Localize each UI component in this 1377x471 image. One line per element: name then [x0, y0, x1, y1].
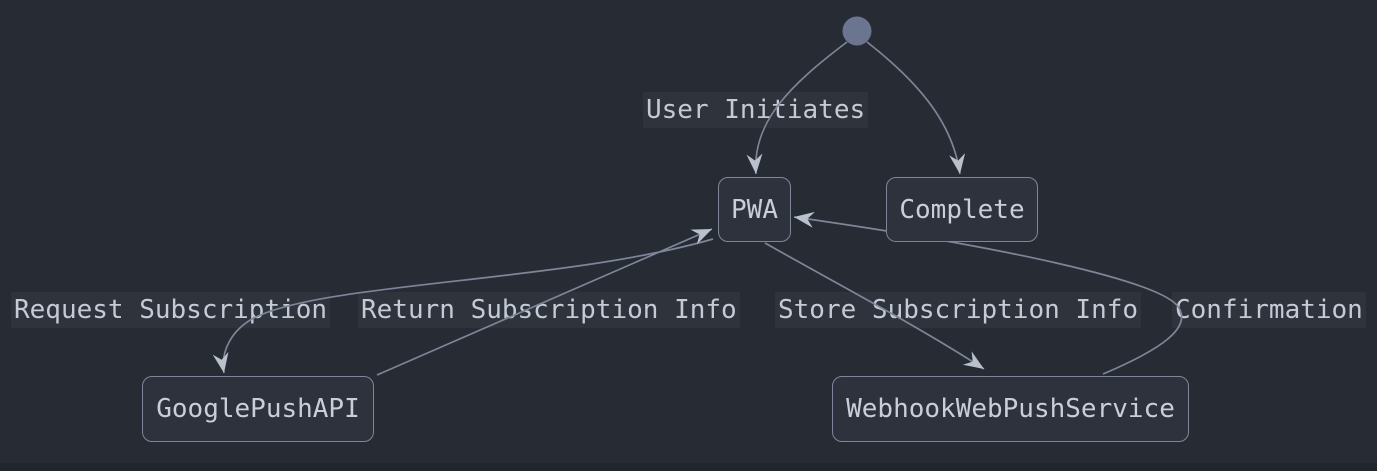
bottom-strip [0, 463, 1377, 471]
edge-label-confirmation: Confirmation [1172, 292, 1366, 328]
edge-label-request-subscription: Request Subscription [11, 292, 331, 328]
node-pwa: PWA [718, 177, 791, 242]
edge-label-return-subscription-info: Return Subscription Info [358, 292, 740, 328]
edge-start-to-complete [866, 41, 966, 175]
edge-label-store-subscription-info: Store Subscription Info [775, 292, 1142, 328]
start-state-node [842, 16, 872, 46]
node-webhookwebpushservice: WebhookWebPushService [832, 376, 1189, 442]
node-googlepushapi: GooglePushAPI [142, 376, 374, 442]
node-complete: Complete [886, 177, 1038, 242]
edge-label-user-initiates: User Initiates [643, 92, 869, 128]
